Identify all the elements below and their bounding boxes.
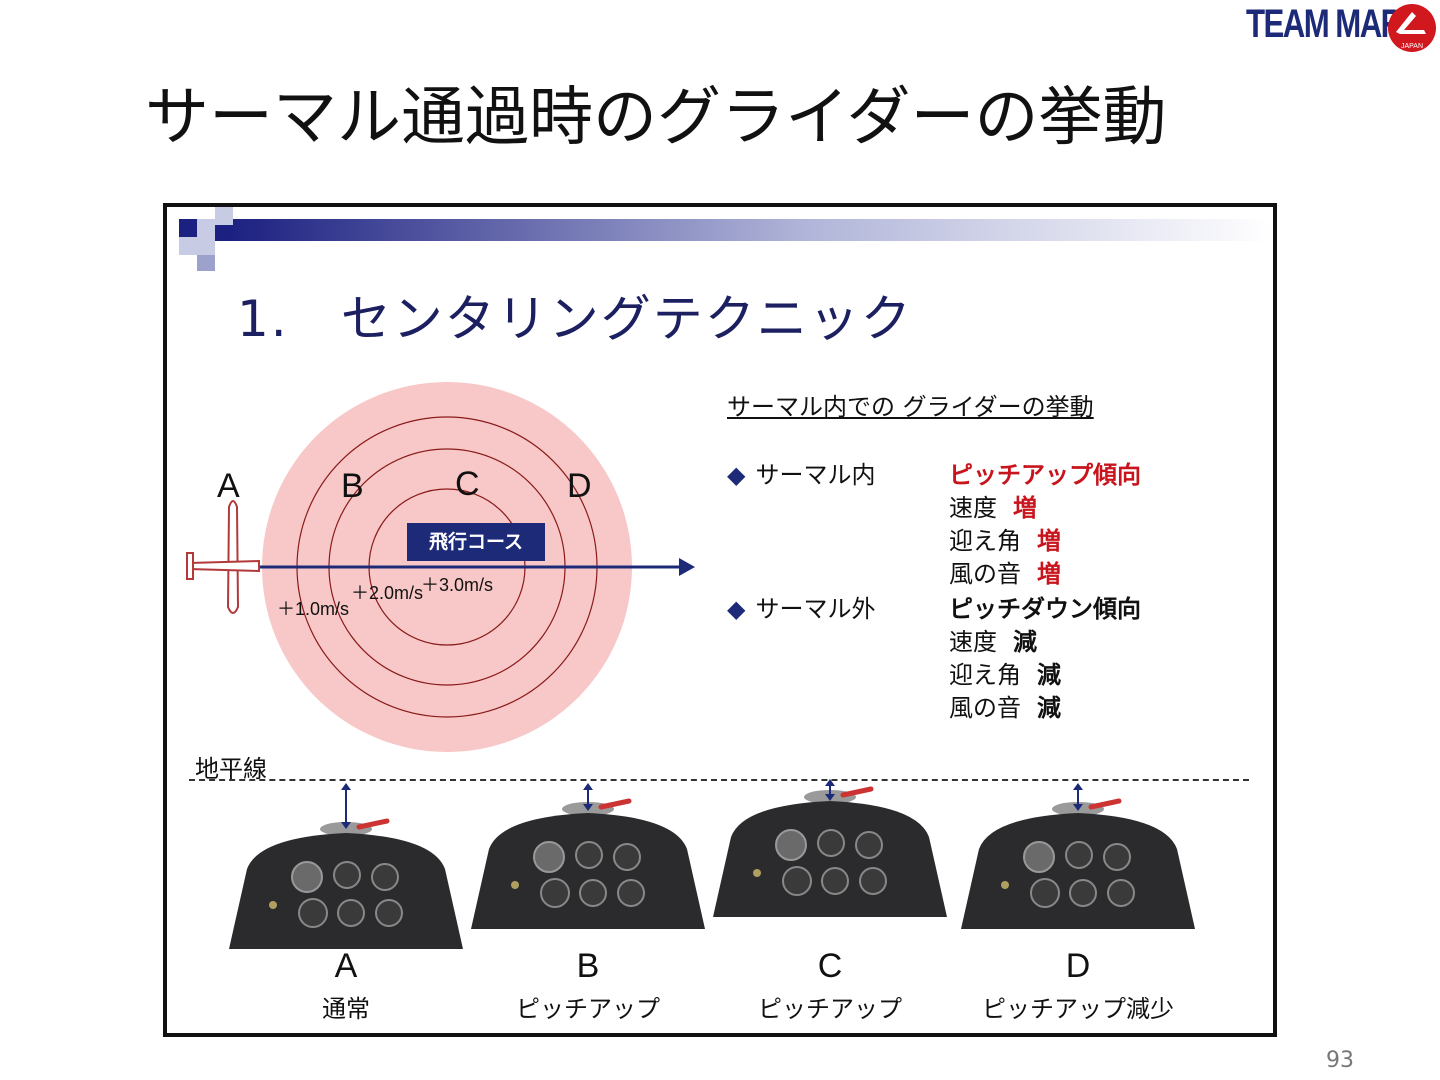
panel-caption: ピッチアップ	[516, 995, 660, 1023]
inside-item: 迎え角増	[949, 521, 1061, 556]
flight-course-label: 飛行コース	[407, 523, 545, 561]
inside-item-value: 増	[1013, 494, 1037, 522]
clearance-arrow-icon	[823, 779, 837, 805]
speed-label-1: ＋1.0m/s	[277, 599, 350, 619]
page-number: 93	[1326, 1048, 1354, 1073]
outside-item-name: 風の音	[949, 694, 1021, 722]
logo-emblem-icon: JAPAN	[1388, 4, 1436, 52]
inside-item: 風の音増	[949, 554, 1061, 589]
outside-item: 速度減	[949, 622, 1037, 657]
outside-item-value: 減	[1037, 661, 1061, 689]
outside-item-name: 迎え角	[949, 661, 1021, 689]
clearance-arrow-icon	[581, 783, 595, 815]
panel-letter: B	[576, 947, 600, 985]
point-b-label: B	[341, 467, 364, 505]
outside-label: サーマル外	[755, 595, 876, 623]
slide-heading: 1. センタリングテクニック	[237, 290, 913, 348]
inside-item-name: 速度	[949, 494, 997, 522]
inside-item-value: 増	[1037, 560, 1061, 588]
flight-course-arrow	[679, 558, 695, 576]
clearance-arrow-icon	[339, 783, 353, 833]
glider-icon	[186, 500, 260, 614]
cockpit-view-icon	[471, 798, 705, 929]
inside-tendency: ピッチアップ傾向	[949, 461, 1141, 489]
logo-sub-text: JAPAN	[1401, 43, 1423, 50]
cockpit-panel-c	[713, 785, 947, 917]
outside-item: 風の音減	[949, 688, 1061, 723]
diamond-bullet-icon: ◆	[727, 461, 746, 489]
outside-item: 迎え角減	[949, 655, 1061, 690]
thermal-circles	[186, 382, 695, 752]
horizon-line	[189, 779, 1249, 781]
inside-item-value: 増	[1037, 527, 1061, 555]
speed-label-3: ＋3.0m/s	[421, 575, 494, 595]
outside-item-value: 減	[1013, 628, 1037, 656]
inside-item-name: 迎え角	[949, 527, 1021, 555]
behavior-title: サーマル内での グライダーの挙動	[727, 393, 1094, 421]
speed-label-2: ＋2.0m/s	[351, 583, 424, 603]
cockpit-view-icon	[961, 798, 1195, 929]
panel-caption: ピッチアップ減少	[982, 995, 1174, 1023]
cockpit-panel-a	[229, 817, 463, 949]
inside-label: サーマル内	[755, 461, 876, 489]
panel-caption: ピッチアップ	[758, 995, 902, 1023]
panel-letter: D	[1065, 947, 1091, 985]
inside-bullet: ◆ サーマル内	[727, 455, 875, 490]
header-banner	[179, 207, 1273, 271]
panel-letter: A	[334, 947, 358, 985]
thermal-diagram: A B C D 飛行コース ＋1.0m/s ＋2.0m/s ＋3.0m/s	[167, 367, 707, 777]
point-c-label: C	[455, 465, 480, 503]
cockpit-view-icon	[713, 786, 947, 917]
point-d-label: D	[567, 467, 592, 505]
inside-item-name: 風の音	[949, 560, 1021, 588]
cockpit-view-icon	[229, 818, 463, 949]
team-maru-logo: TEAM MARU JAPAN	[1246, 0, 1440, 56]
cockpit-panel-b	[471, 797, 705, 929]
clearance-arrow-icon	[1071, 783, 1085, 815]
panel-caption: 通常	[322, 995, 370, 1023]
cockpit-panel-d	[961, 797, 1195, 929]
point-a-label: A	[217, 467, 240, 505]
embedded-slide: 1. センタリングテクニック A B C D 飛行コース ＋1.0m/s ＋2.…	[163, 203, 1277, 1037]
outside-bullet: ◆ サーマル外	[727, 589, 875, 624]
panel-letter: C	[817, 947, 843, 985]
outside-item-name: 速度	[949, 628, 997, 656]
diamond-bullet-icon: ◆	[727, 595, 746, 623]
horizon-label: 地平線	[195, 755, 267, 783]
inside-item: 速度増	[949, 488, 1037, 523]
outside-tendency: ピッチダウン傾向	[949, 595, 1141, 623]
page-title: サーマル通過時のグライダーの挙動	[145, 81, 1167, 155]
outside-item-value: 減	[1037, 694, 1061, 722]
